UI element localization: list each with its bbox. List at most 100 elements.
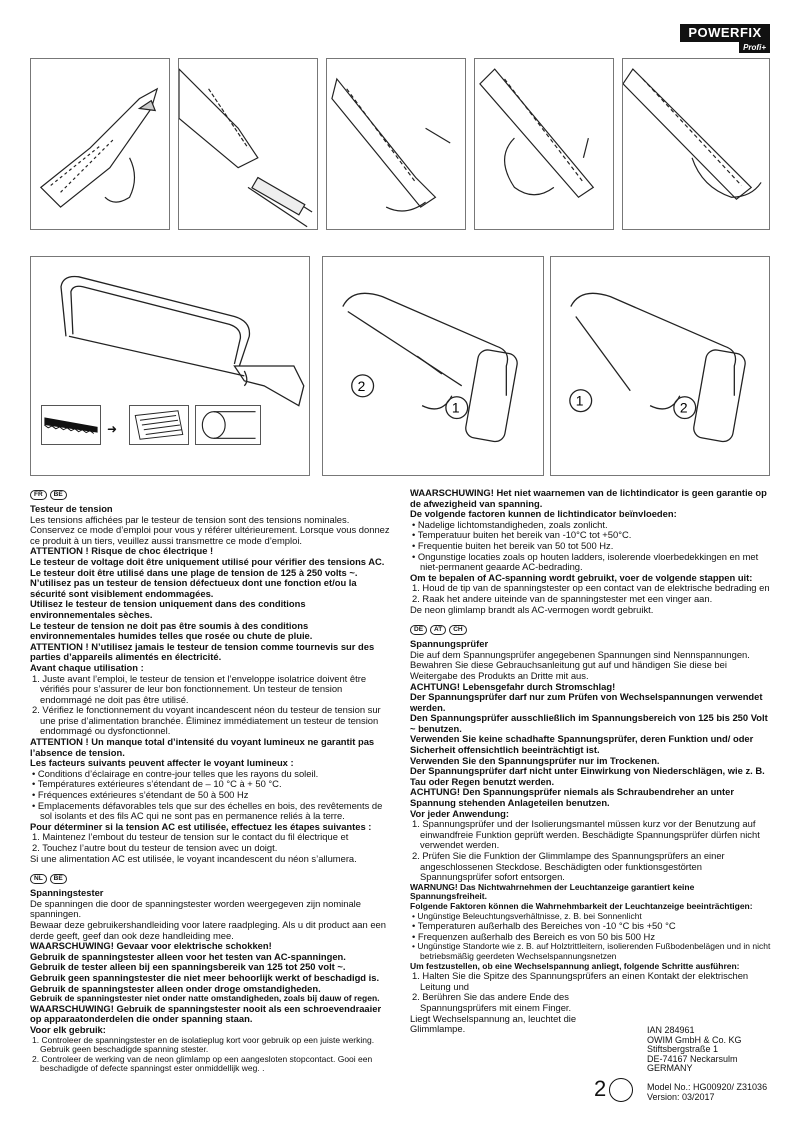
text-line: • Frequenzen außerhalb des Bereich es vo… xyxy=(412,930,656,942)
text-line: 1. Houd de tip van de spanningstester op… xyxy=(412,582,770,594)
text-line: Avant chaque utilisation : xyxy=(30,661,144,673)
saw-blade-icon xyxy=(41,405,101,445)
text-line: Folgende Faktoren können die Wahrnehmbar… xyxy=(410,900,753,911)
pipe-icon xyxy=(195,405,261,445)
text-line: Den Spannungsprüfer ausschließlich im Sp… xyxy=(410,712,768,734)
right-column: WAARSCHUWING! Het niet waarnemen van de … xyxy=(410,487,772,1035)
text-line: Si une alimentation AC est utilisée, le … xyxy=(30,852,357,864)
text-line: Gebruik de spanningstester alleen voor h… xyxy=(30,950,346,962)
text-line: 1. Halten Sie die Spitze des Spannungspr… xyxy=(412,970,749,992)
city: DE-74167 Neckarsulm xyxy=(647,1053,738,1064)
text-line: Verwenden Sie keine schadhafte Spannungs… xyxy=(410,733,754,756)
version: Version: 03/2017 xyxy=(647,1091,715,1102)
callout-2: 2 xyxy=(358,378,366,394)
text-line: Voor elk gebruik: xyxy=(30,1023,106,1035)
brand-logo: POWERFIX Profi+ xyxy=(680,24,770,54)
text-line: • Ungünstige Standorte wie z. B. auf Hol… xyxy=(412,941,771,961)
country: GERMANY xyxy=(647,1063,693,1074)
text-line: WAARSCHUWING! Het niet waarnemen van de … xyxy=(410,487,767,509)
lang-flags-nl: NL BE xyxy=(30,874,392,885)
page-circle-icon xyxy=(609,1078,633,1102)
text-line: Le testeur doit être utilisé dans une pl… xyxy=(30,566,358,578)
text-line: Der Spannungsprüfer darf nicht unter Ein… xyxy=(410,765,765,787)
text-line: 1. Maintenez l’embout du testeur de tens… xyxy=(32,831,349,843)
figure-hacksaw-step-b: 1 2 xyxy=(550,256,770,476)
flag-de: DE xyxy=(410,625,428,636)
page-number: 2 xyxy=(594,1076,607,1101)
company-name: OWIM GmbH & Co. KG xyxy=(647,1034,742,1045)
text-line: Testeur de tension xyxy=(30,503,113,514)
text-line: ATTENTION ! Un manque total d’intensité … xyxy=(30,736,375,758)
text-line: Spannungsprüfer xyxy=(410,638,489,650)
text-line: Der Spannungsprüfer darf nur zum Prüfen … xyxy=(410,691,763,713)
text-line: Om te bepalen of AC-spanning wordt gebru… xyxy=(410,571,753,583)
text-line: 2. Raak het andere uiteinde van de spann… xyxy=(412,592,713,604)
text-line: Verwenden Sie den Spannungsprüfer nur im… xyxy=(410,754,660,766)
text-line: Vor jeder Anwendung: xyxy=(410,807,509,819)
text-line: De volgende factoren kunnen de lichtindi… xyxy=(410,508,677,520)
arrow-icon: ➜ xyxy=(107,422,118,436)
wood-icon xyxy=(129,405,189,445)
text-line: Gebruik de spanningstester alleen onder … xyxy=(30,982,321,994)
figure-cutter-5 xyxy=(622,58,770,230)
text-line: • Fréquences extérieures s’étendant de 5… xyxy=(32,789,249,801)
model-number: Model No.: HG00920/ Z31036 xyxy=(647,1082,768,1092)
text-line: • Frequentie buiten het bereik van 50 to… xyxy=(412,539,614,551)
text-line: Gebruik de spanningstester niet onder na… xyxy=(30,993,380,1004)
lang-flags-de: DE AT CH xyxy=(410,625,772,636)
text-line: • Températures extérieures s’étendant de… xyxy=(32,778,282,790)
text-line: Um festzustellen, ob eine Wechselspannun… xyxy=(410,960,740,971)
flag-be-2: BE xyxy=(49,874,67,885)
figure-cutter-3 xyxy=(326,58,466,230)
text-line: ATTENTION ! Risque de choc électrique ! xyxy=(30,545,214,557)
text-line: ACHTUNG! Lebensgefahr durch Stromschlag! xyxy=(410,680,616,692)
section-nl-cont: WAARSCHUWING! Het niet waarnemen van de … xyxy=(410,487,772,615)
figure-hacksaw: ➜ xyxy=(30,256,310,476)
text-line: • Temperaturen außerhalb des Bereiches v… xyxy=(412,920,676,932)
text-line: 2. Touchez l’autre bout du testeur de te… xyxy=(32,842,278,853)
flag-at: AT xyxy=(430,625,447,636)
text-line: ATTENTION ! N’utilisez jamais le testeur… xyxy=(30,640,375,663)
flag-nl: NL xyxy=(30,874,47,885)
lang-flags-fr: FR BE xyxy=(30,490,392,500)
text-line: Gebruik de tester alleen bij een spannin… xyxy=(30,961,346,973)
figure-cutter-2 xyxy=(178,58,318,230)
text-line: Bewaar deze gebruikershandleiding voor l… xyxy=(30,918,386,941)
text-line: • Ongunstige locaties zoals op houten la… xyxy=(412,550,759,573)
flag-fr: FR xyxy=(30,490,47,500)
figure-cutter-4 xyxy=(474,58,614,230)
text-line: 2. Prüfen Sie die Funktion der Glimmlamp… xyxy=(412,850,725,883)
text-line: WAARSCHUWING! Gevaar voor elektrische sc… xyxy=(30,940,272,952)
flag-be: BE xyxy=(49,490,67,500)
text-line: De neon glimlamp brandt als AC-vermogen … xyxy=(410,603,654,615)
text-line: Die auf dem Spannungsprüfer angegebenen … xyxy=(410,648,750,681)
text-line: WAARSCHUWING! Gebruik de spanningstester… xyxy=(30,1002,382,1025)
text-line: WARNUNG! Das Nichtwahrnehmen der Leuchta… xyxy=(410,881,695,902)
flag-ch: CH xyxy=(449,625,467,636)
callout-1: 1 xyxy=(452,400,460,416)
brand-name: POWERFIX xyxy=(680,24,770,42)
text-line: • Ungünstige Beleuchtungsverhältnisse, z… xyxy=(412,910,642,921)
text-line: 2. Controleer de werking van de neon gli… xyxy=(32,1053,373,1074)
text-line: Spanningstester xyxy=(30,887,104,899)
de-final-note: Liegt Wechselspannung an, leuchtet die G… xyxy=(410,1012,577,1035)
text-line: 1. Spannungsprüfer und der Isolierungsma… xyxy=(412,818,760,851)
text-line: N’utilisez pas un testeur de tension déf… xyxy=(30,577,357,599)
text-line: 2. Vérifiez le fonctionnement du voyant … xyxy=(32,704,381,737)
text-line: 1. Controleer de spanningstester en de i… xyxy=(32,1034,375,1055)
figure-hacksaw-step-a: 2 1 xyxy=(322,256,544,476)
text-line: Pour déterminer si la tension AC est uti… xyxy=(30,820,372,832)
text-line: • Emplacements défavorables tels que sur… xyxy=(32,799,383,822)
text-line: ACHTUNG! Den Spannungsprüfer niemals als… xyxy=(410,786,735,809)
text-line: Les facteurs suivants peuvent affecter l… xyxy=(30,757,294,769)
text-line: • Conditions d’éclairage en contre-jour … xyxy=(32,767,319,779)
callout-2b: 2 xyxy=(680,400,688,416)
text-line: Le testeur de voltage doit être uniqueme… xyxy=(30,555,385,567)
brand-sub: Profi+ xyxy=(739,42,770,53)
text-line: • Temperatuur buiten het bereik van -10°… xyxy=(412,529,632,541)
text-line: Les tensions affichées par le testeur de… xyxy=(30,513,390,546)
